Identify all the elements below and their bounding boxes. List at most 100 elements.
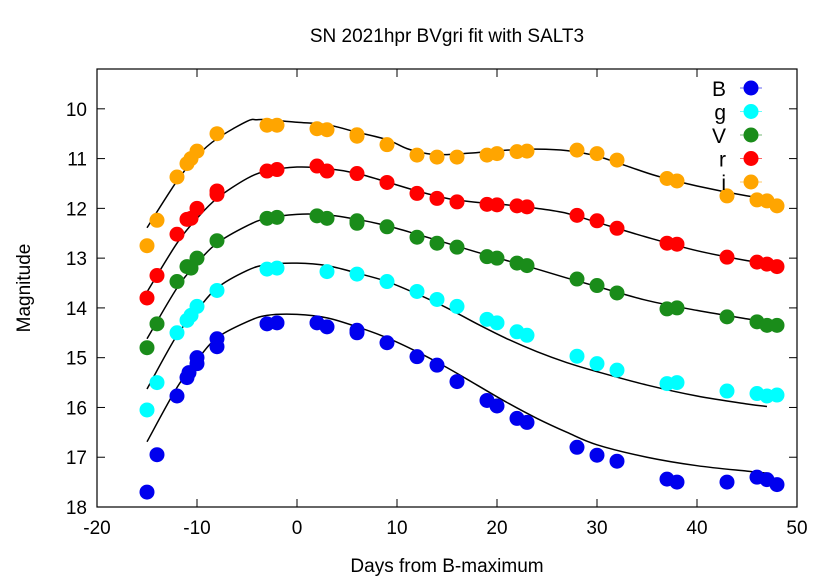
data-points — [139, 117, 785, 500]
point-B — [149, 447, 165, 463]
point-r — [429, 190, 445, 206]
point-r — [569, 207, 585, 223]
point-B — [349, 322, 365, 338]
point-V — [519, 258, 535, 274]
point-g — [669, 375, 685, 391]
point-V — [319, 210, 335, 226]
point-V — [189, 250, 205, 266]
point-g — [719, 383, 735, 399]
point-i — [409, 147, 425, 163]
point-r — [189, 200, 205, 216]
fit-curve-B — [146, 313, 768, 474]
point-g — [589, 356, 605, 372]
point-r — [609, 220, 625, 236]
point-B — [429, 357, 445, 373]
point-g — [169, 325, 185, 341]
point-g — [609, 362, 625, 378]
point-V — [139, 340, 155, 356]
point-r — [149, 268, 165, 284]
fit-curves — [146, 118, 768, 474]
point-B — [589, 447, 605, 463]
y-tick-label: 13 — [66, 249, 87, 270]
point-V — [169, 274, 185, 290]
legend-marker-B — [743, 80, 759, 96]
legend-label: g — [714, 102, 726, 125]
point-i — [169, 169, 185, 185]
point-V — [429, 235, 445, 251]
point-g — [349, 266, 365, 282]
point-i — [139, 238, 155, 254]
point-g — [319, 264, 335, 280]
point-V — [449, 239, 465, 255]
point-r — [409, 185, 425, 201]
point-B — [319, 319, 335, 335]
point-B — [489, 398, 505, 414]
point-i — [189, 143, 205, 159]
point-B — [719, 474, 735, 490]
point-B — [769, 477, 785, 493]
point-g — [429, 291, 445, 307]
point-i — [379, 137, 395, 153]
point-r — [519, 199, 535, 215]
point-g — [409, 283, 425, 299]
point-B — [189, 350, 205, 366]
point-r — [319, 163, 335, 179]
point-i — [269, 117, 285, 133]
point-g — [569, 348, 585, 364]
point-B — [209, 331, 225, 347]
point-B — [449, 374, 465, 390]
point-V — [409, 229, 425, 245]
point-V — [349, 213, 365, 229]
legend-marker-i — [743, 174, 759, 190]
point-B — [139, 484, 155, 500]
point-B — [169, 388, 185, 404]
y-axis-label: Magnitude — [14, 244, 35, 333]
point-B — [519, 414, 535, 430]
point-V — [669, 300, 685, 316]
y-tick-label: 17 — [66, 448, 87, 469]
y-tick-label: 18 — [66, 498, 87, 519]
point-i — [489, 146, 505, 162]
point-i — [519, 143, 535, 159]
point-B — [269, 315, 285, 331]
y-tick-label: 14 — [66, 299, 88, 320]
point-V — [269, 209, 285, 225]
point-g — [139, 402, 155, 418]
point-r — [719, 249, 735, 265]
point-i — [349, 127, 365, 143]
point-V — [769, 317, 785, 333]
legend-marker-g — [743, 104, 759, 119]
y-tick-label: 15 — [66, 349, 87, 370]
point-V — [609, 285, 625, 301]
y-tick-label: 10 — [66, 100, 87, 121]
x-tick-label: 0 — [292, 518, 303, 539]
chart-title: SN 2021hpr BVgri fit with SALT3 — [310, 26, 584, 47]
point-V — [569, 271, 585, 287]
point-g — [189, 298, 205, 314]
legend-marker-V — [743, 127, 759, 143]
point-g — [489, 315, 505, 331]
x-tick-label: -10 — [183, 518, 210, 539]
point-i — [149, 212, 165, 228]
point-g — [769, 387, 785, 403]
y-tick-label: 12 — [66, 199, 87, 220]
point-r — [169, 226, 185, 242]
point-B — [409, 349, 425, 365]
legend-label: B — [712, 78, 726, 101]
point-B — [609, 453, 625, 469]
legend-label: i — [721, 172, 726, 195]
x-axis-label: Days from B-maximum — [350, 556, 543, 577]
point-g — [269, 260, 285, 276]
x-tick-label: 30 — [586, 518, 607, 539]
point-i — [209, 126, 225, 142]
plot-frame — [96, 68, 798, 508]
point-r — [769, 259, 785, 275]
x-tick-label: 50 — [786, 518, 807, 539]
point-B — [569, 439, 585, 455]
y-tick-label: 16 — [66, 398, 87, 419]
point-V — [149, 316, 165, 332]
point-r — [669, 236, 685, 252]
